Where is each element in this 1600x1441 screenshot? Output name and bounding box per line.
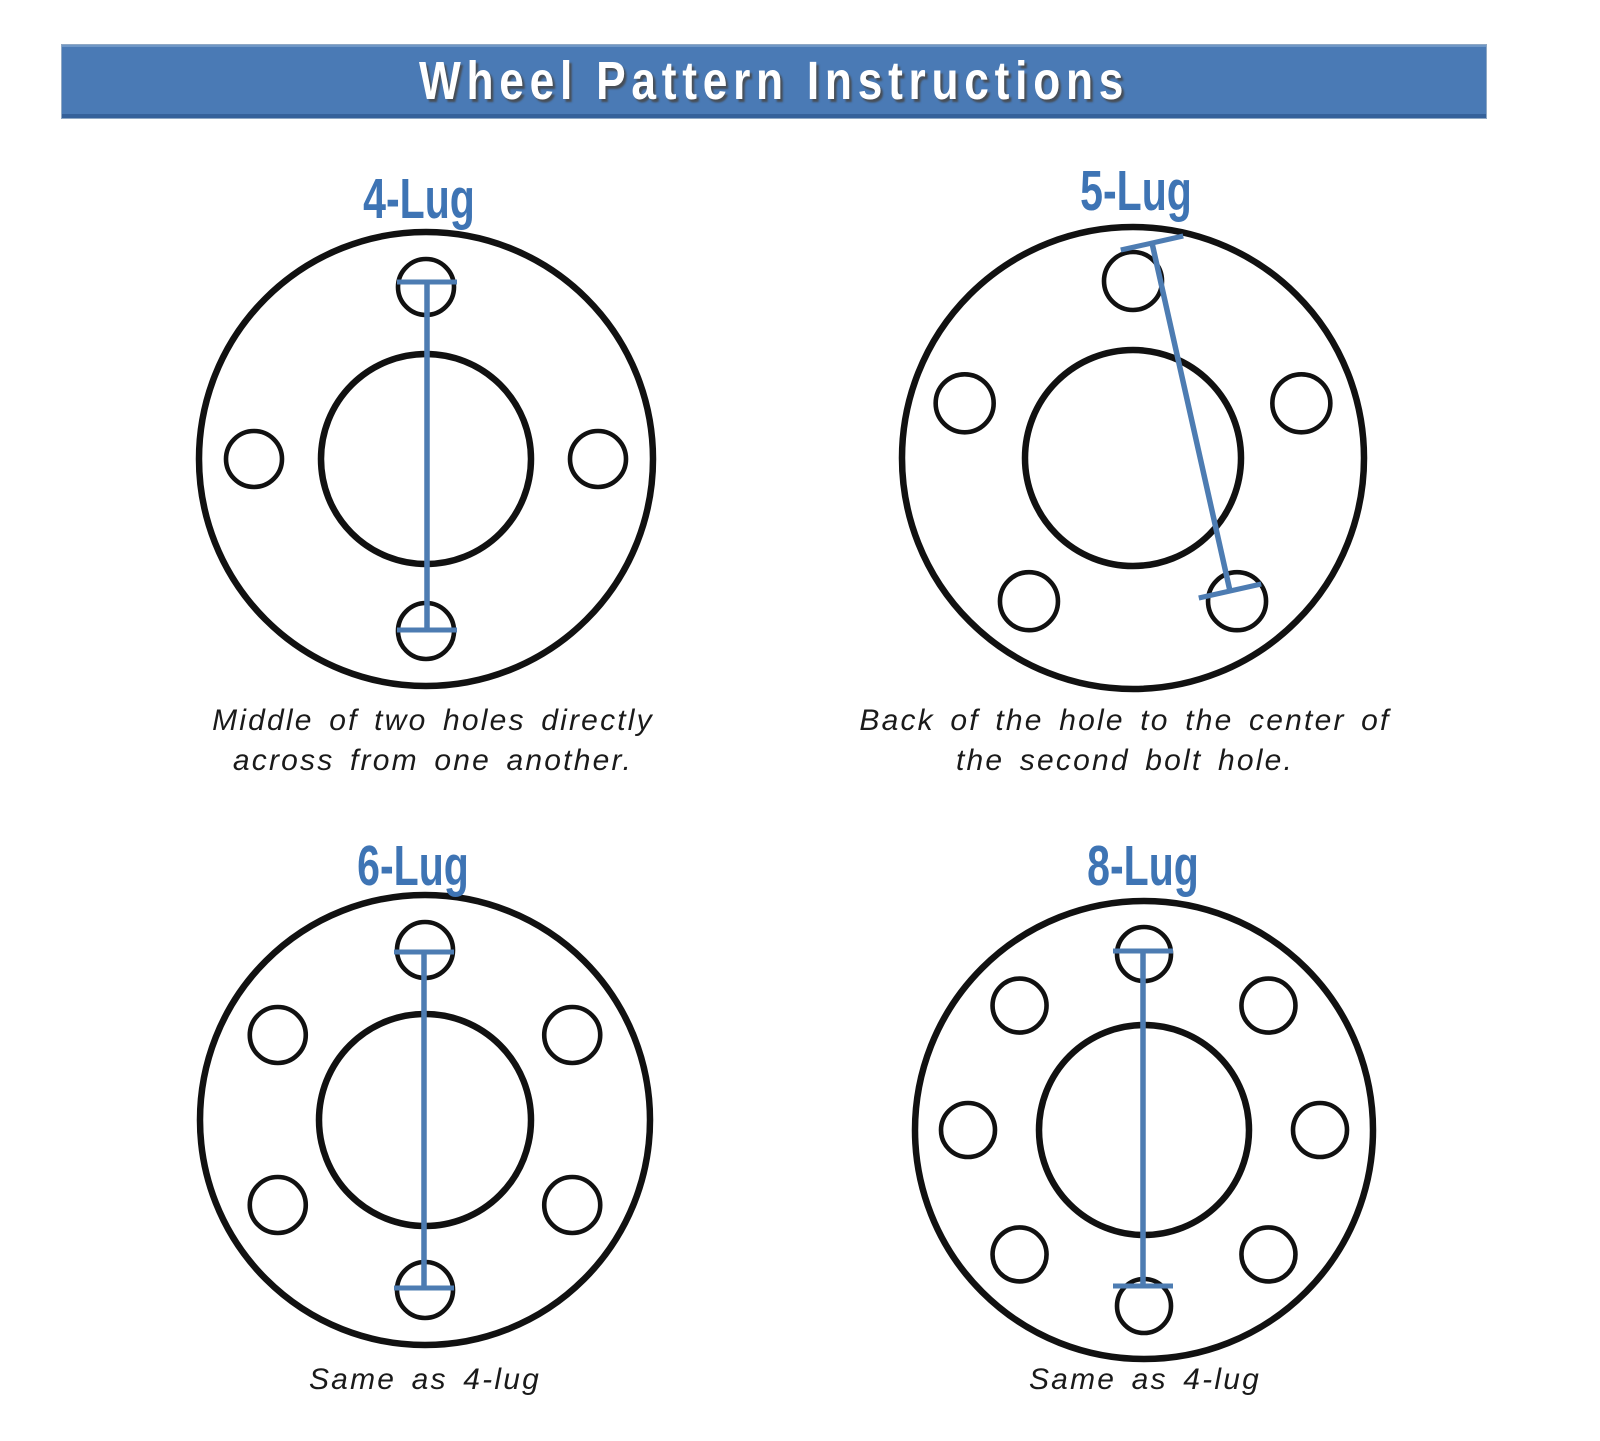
lug-hole: [541, 1174, 603, 1236]
lug-hole: [1205, 569, 1269, 633]
lug-hole: [247, 1174, 309, 1236]
caption-line: across from one another.: [232, 744, 634, 777]
wheel-diagram-8-lug: [911, 897, 1377, 1363]
lug-hole: [223, 428, 285, 490]
caption-line: the second bolt hole.: [955, 744, 1295, 777]
lug-hole: [567, 428, 629, 490]
caption-8-lug: Same as 4-lug: [745, 1360, 1545, 1400]
diagram-label-6-lug: 6-Lug: [357, 834, 469, 898]
caption-line: Same as 4-lug: [1028, 1363, 1262, 1396]
lug-hole: [933, 372, 996, 435]
wheel-diagram-4-lug: [195, 228, 657, 690]
page-title: Wheel Pattern Instructions: [418, 50, 1130, 111]
measurement-line: [1149, 242, 1233, 592]
lug-hole: [990, 976, 1049, 1035]
diagram-label-8-lug: 8-Lug: [1087, 834, 1199, 898]
measurement-cap: [1120, 233, 1184, 253]
caption-line: Middle of two holes directly: [212, 704, 654, 737]
lug-hole: [1270, 372, 1333, 435]
lug-hole: [938, 1100, 998, 1160]
diagram-label-5-lug: 5-Lug: [1080, 159, 1192, 223]
wheel-diagram-6-lug: [196, 891, 654, 1349]
measurement-cap: [1198, 581, 1262, 601]
caption-line: Back of the hole to the center of: [859, 704, 1391, 737]
lug-hole: [1290, 1100, 1350, 1160]
lug-hole: [990, 1225, 1049, 1284]
center-bore-circle: [1021, 346, 1245, 570]
caption-4-lug: Middle of two holes directly across from…: [33, 701, 833, 781]
lug-hole: [1239, 1225, 1298, 1284]
caption-line: Same as 4-lug: [308, 1363, 542, 1396]
caption-6-lug: Same as 4-lug: [25, 1360, 825, 1400]
lug-hole: [247, 1004, 309, 1066]
caption-5-lug: Back of the hole to the center of the se…: [725, 701, 1525, 781]
lug-hole: [997, 569, 1061, 633]
header-bar: Wheel Pattern Instructions: [62, 45, 1486, 118]
wheel-diagram-5-lug: [898, 223, 1368, 693]
lug-hole: [541, 1004, 603, 1066]
lug-hole: [1239, 976, 1298, 1035]
diagram-label-4-lug: 4-Lug: [363, 167, 475, 231]
